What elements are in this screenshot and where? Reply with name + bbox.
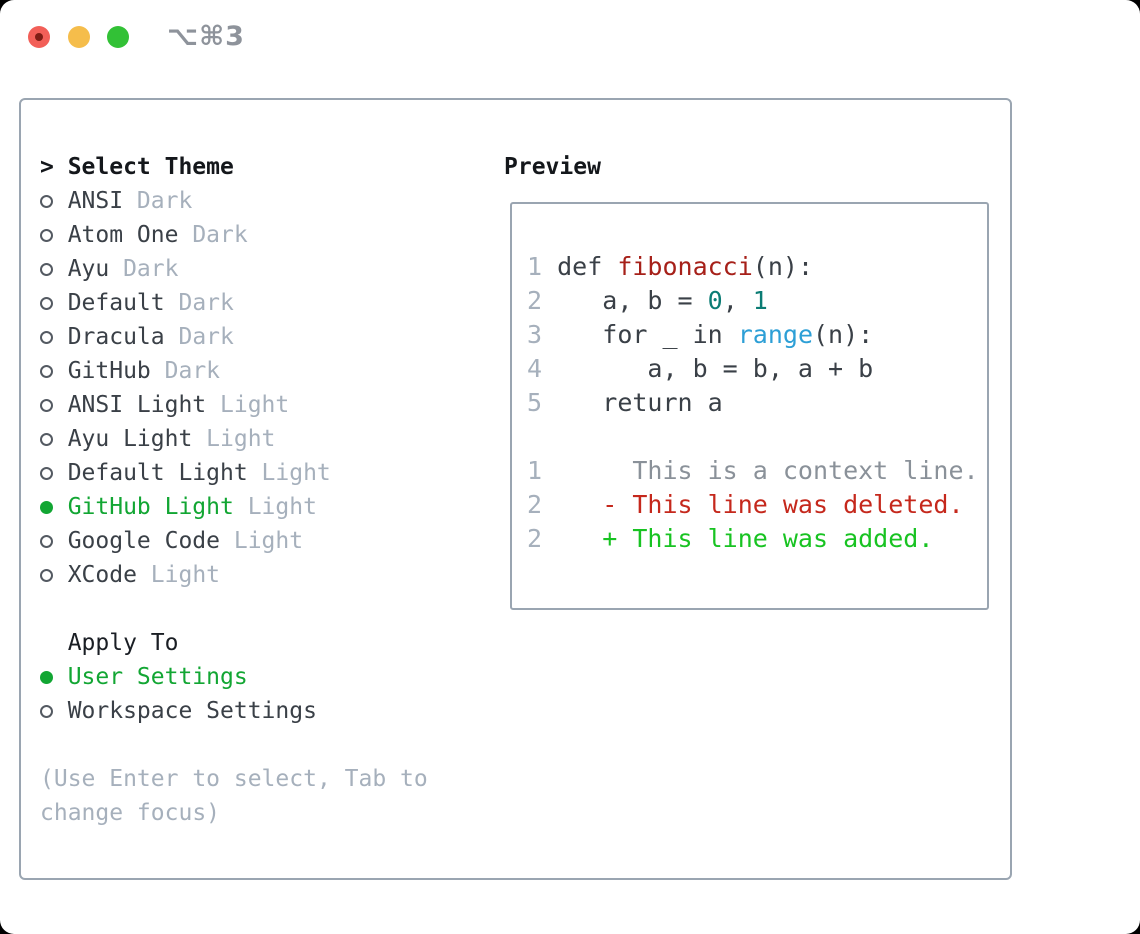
apply-to-header: Apply To bbox=[40, 626, 495, 660]
option-variant-label: Dark bbox=[164, 358, 221, 384]
option-label: Workspace Settings bbox=[67, 698, 317, 724]
code-line: 2 - This line was deleted. bbox=[527, 490, 964, 519]
theme-option[interactable]: Google Code Light bbox=[40, 524, 495, 558]
option-variant-label: Light bbox=[233, 528, 304, 554]
theme-option[interactable]: Default Dark bbox=[40, 286, 495, 320]
apply-to-option[interactable]: User Settings bbox=[40, 660, 495, 694]
option-label: XCode bbox=[67, 562, 137, 588]
option-label: ANSI bbox=[67, 188, 124, 214]
theme-option[interactable]: ANSI Dark bbox=[40, 184, 495, 218]
option-variant-label: Dark bbox=[136, 188, 193, 214]
theme-option[interactable]: ANSI Light Light bbox=[40, 388, 495, 422]
option-label: Default Light bbox=[67, 460, 248, 486]
code-line: 3 for _ in range(n): bbox=[527, 320, 874, 349]
line-number: 3 bbox=[527, 320, 558, 349]
option-variant-label: Dark bbox=[192, 222, 248, 248]
code-line: 2 + This line was added. bbox=[527, 524, 934, 553]
option-label: Google Code bbox=[67, 528, 221, 554]
line-number bbox=[527, 422, 557, 451]
option-variant-label: Light bbox=[150, 562, 221, 588]
option-variant-label: Light bbox=[220, 392, 290, 418]
radio-icon bbox=[40, 365, 53, 378]
preview-title: Preview bbox=[504, 154, 601, 180]
window-title: ⌥⌘3 bbox=[167, 21, 245, 52]
cursor-arrow-icon: > bbox=[40, 154, 54, 180]
option-label: ANSI Light bbox=[67, 392, 207, 418]
apply-to-label: Apply To bbox=[67, 630, 179, 656]
minimize-button[interactable] bbox=[68, 26, 90, 48]
radio-icon bbox=[40, 467, 53, 480]
zoom-button[interactable] bbox=[107, 26, 129, 48]
theme-option[interactable]: Ayu Dark bbox=[40, 252, 495, 286]
option-label: GitHub bbox=[67, 358, 151, 384]
code-preview: 1 def fibonacci(n): 2 a, b = 0, 1 3 for _ … bbox=[512, 204, 987, 556]
theme-option[interactable]: Dracula Dark bbox=[40, 320, 495, 354]
radio-icon bbox=[40, 535, 53, 548]
radio-icon bbox=[40, 433, 53, 446]
radio-selected-icon bbox=[40, 501, 53, 514]
radio-icon bbox=[40, 399, 53, 412]
code-line: 4 a, b = b, a + b bbox=[527, 354, 874, 383]
code-line: 1 This is a context line. bbox=[527, 456, 979, 485]
option-variant-label: Light bbox=[206, 426, 276, 452]
theme-option[interactable]: Atom One Dark bbox=[40, 218, 495, 252]
titlebar: ⌥⌘3 bbox=[0, 0, 1140, 76]
option-variant-label: Dark bbox=[123, 256, 179, 282]
option-variant-label: Dark bbox=[178, 324, 234, 350]
line-number: 2 bbox=[527, 524, 558, 553]
code-line: 5 return a bbox=[527, 388, 723, 417]
radio-icon bbox=[40, 705, 53, 718]
option-label: Ayu Light bbox=[67, 426, 193, 452]
select-theme-header: > Select Theme bbox=[40, 150, 495, 184]
option-label: GitHub Light bbox=[67, 494, 234, 520]
code-line bbox=[527, 420, 987, 454]
option-label: User Settings bbox=[67, 664, 248, 690]
option-variant-label: Dark bbox=[178, 290, 234, 316]
option-label: Atom One bbox=[67, 222, 179, 248]
spacer bbox=[40, 592, 495, 626]
apply-to-option[interactable]: Workspace Settings bbox=[40, 694, 495, 728]
help-text: (Use Enter to select, Tab to change focu… bbox=[40, 766, 428, 826]
line-number: 2 bbox=[527, 490, 558, 519]
theme-option[interactable]: Default Light Light bbox=[40, 456, 495, 490]
preview-box: 1 def fibonacci(n): 2 a, b = 0, 1 3 for _ … bbox=[510, 202, 989, 610]
option-label: Ayu bbox=[67, 256, 110, 282]
code-line: 1 def fibonacci(n): bbox=[527, 252, 814, 281]
line-number: 2 bbox=[527, 286, 558, 315]
theme-option[interactable]: GitHub Light Light bbox=[40, 490, 495, 524]
line-number: 5 bbox=[527, 388, 558, 417]
line-number: 4 bbox=[527, 354, 558, 383]
select-theme-label: Select Theme bbox=[67, 154, 234, 180]
option-label: Default bbox=[67, 290, 165, 316]
radio-icon bbox=[40, 263, 53, 276]
option-label: Dracula bbox=[67, 324, 165, 350]
radio-icon bbox=[40, 297, 53, 310]
line-number: 1 bbox=[527, 252, 558, 281]
theme-option[interactable]: Ayu Light Light bbox=[40, 422, 495, 456]
option-variant-label: Light bbox=[261, 460, 331, 486]
spacer bbox=[40, 728, 495, 762]
option-variant-label: Light bbox=[247, 494, 317, 520]
theme-option[interactable]: XCode Light bbox=[40, 558, 495, 592]
close-button[interactable] bbox=[28, 26, 50, 48]
radio-selected-icon bbox=[40, 671, 53, 684]
line-number: 1 bbox=[527, 456, 558, 485]
theme-option[interactable]: GitHub Dark bbox=[40, 354, 495, 388]
radio-icon bbox=[40, 229, 53, 242]
radio-icon bbox=[40, 569, 53, 582]
radio-icon bbox=[40, 331, 53, 344]
code-line: 2 a, b = 0, 1 bbox=[527, 286, 768, 315]
radio-icon bbox=[40, 195, 53, 208]
